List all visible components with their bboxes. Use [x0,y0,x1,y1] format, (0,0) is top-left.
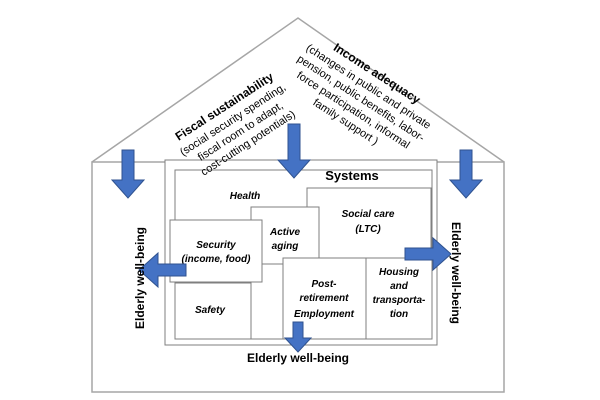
income-adequacy-block: Income adequacy (changes in public and p… [294,40,432,151]
social-care-label-1: Social care [342,209,395,220]
house-roof [91,17,505,163]
housing-label-1: Housing [379,267,419,278]
security-label-1: Security [196,240,236,251]
housing-label-3: transporta- [373,295,426,306]
wellbeing-bottom-label: Elderly well-being [247,351,349,365]
housing-box [365,257,433,340]
social-care-label-2: (LTC) [355,224,381,235]
housing-label-4: tion [390,309,408,320]
housing-label-2: and [390,281,409,292]
right-down-arrow [448,149,484,199]
social-care-box [306,187,432,259]
bottom-down-arrow [283,321,313,353]
safety-label: Safety [195,305,225,316]
post-retirement-label-1: Post- [312,279,338,290]
wellbeing-left-label: Elderly well-being [133,227,147,329]
active-aging-label-2: aging [272,241,299,252]
post-retirement-label-3: Employment [294,309,355,320]
active-aging-label-1: Active [269,227,300,238]
right-pointing-arrow [404,236,452,272]
center-down-arrow [276,123,312,179]
post-retirement-label-2: retirement [300,293,350,304]
security-label-2: (income, food) [182,254,252,265]
left-down-arrow [110,149,146,199]
health-label: Health [230,191,261,202]
left-pointing-arrow [138,251,187,289]
systems-title: Systems [325,168,378,183]
safety-box [174,282,252,340]
wellbeing-right-label: Elderly well-being [449,222,463,324]
